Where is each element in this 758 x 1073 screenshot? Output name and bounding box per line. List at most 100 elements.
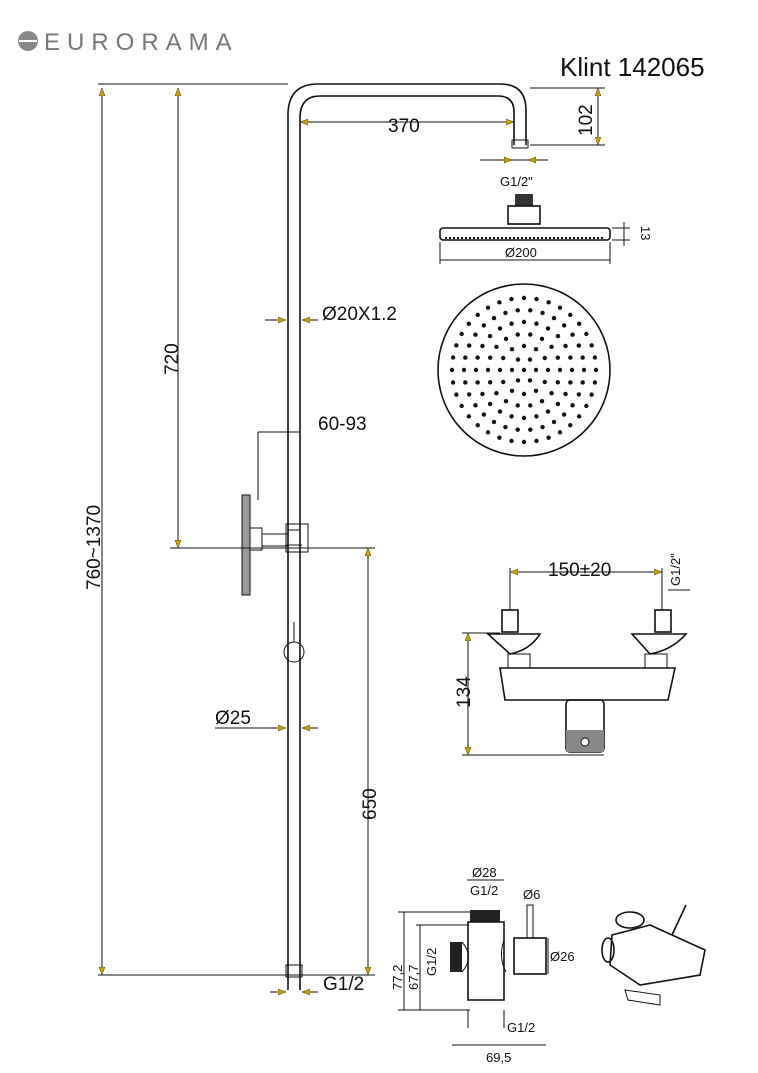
nozzle-dot [473, 367, 479, 373]
nozzle-dot [521, 415, 527, 421]
nozzle-dot [551, 315, 557, 321]
nozzle-dot [509, 388, 515, 393]
nozzle-dot [497, 409, 503, 414]
nozzle-dot [485, 430, 491, 435]
nozzle-dot [527, 378, 533, 383]
nozzle-dot [592, 355, 598, 360]
nozzle-dot [545, 367, 551, 373]
nozzle-dot [501, 355, 506, 361]
nozzle-dot [509, 438, 514, 444]
nozzle-dot [580, 355, 585, 360]
nozzle-dot [475, 312, 480, 318]
nozzle-dot [580, 380, 585, 385]
dim-arm-length: 370 [388, 116, 420, 137]
nozzle-dot [576, 343, 582, 348]
dim-head-thread: G1/2" [500, 174, 533, 189]
dim-height-to-bracket: 720 [162, 343, 183, 375]
nozzle-dot [561, 323, 567, 328]
dim-head-thickness: 13 [638, 226, 653, 240]
nozzle-dot [521, 295, 527, 301]
nozzle-dot [584, 403, 589, 409]
dim-mixer-thread: G1/2" [668, 553, 683, 586]
nozzle-dot [487, 355, 493, 360]
nozzle-dot [546, 300, 551, 305]
nozzle-dot [561, 412, 567, 417]
nozzle-dot [557, 367, 563, 373]
nozzle-dot [509, 347, 515, 352]
dim-diverter-width: 69,5 [486, 1050, 511, 1065]
nozzle-dot [503, 336, 509, 342]
nozzle-dot [533, 367, 539, 373]
nozzle-dot [589, 343, 594, 348]
nozzle-dot [466, 321, 472, 326]
nozzle-dot [570, 403, 575, 408]
nozzle-dot [473, 332, 478, 337]
nozzle-dot [463, 380, 468, 385]
nozzle-dot [475, 422, 480, 428]
dim-diverter-height-inner: 67,7 [406, 965, 421, 990]
nozzle-dot [521, 391, 527, 397]
nozzle-dot [480, 391, 485, 397]
nozzle-dot [497, 300, 502, 305]
nozzle-dot [515, 378, 521, 383]
nozzle-dot [540, 424, 545, 430]
nozzle-dot [527, 357, 533, 362]
nozzle-dot [534, 321, 539, 326]
nozzle-dot [503, 424, 508, 430]
nozzle-dot [555, 333, 561, 339]
nozzle-dot [487, 380, 493, 385]
nozzle-dot [584, 331, 589, 337]
nozzle-dot [494, 390, 499, 396]
dim-lower-pipe: Ø25 [215, 708, 251, 729]
dim-diverter-body-diameter: Ø26 [550, 949, 575, 964]
nozzle-dot [557, 305, 563, 310]
nozzle-dot [563, 343, 568, 349]
nozzle-dot [485, 305, 491, 310]
nozzle-dot [549, 390, 554, 396]
nozzle-dot [497, 367, 503, 373]
nozzle-dot [534, 438, 539, 444]
nozzle-dot [540, 310, 545, 316]
nozzle-dot [528, 403, 533, 408]
dim-inlet-thread: G1/2 [323, 974, 364, 995]
nozzle-dot [545, 326, 551, 331]
dim-diverter-top-thread: G1/2 [470, 883, 498, 898]
nozzle-dot [454, 343, 459, 348]
nozzle-dot [521, 367, 527, 373]
nozzle-dot [568, 422, 573, 428]
dim-diverter-bottom-thread: G1/2 [507, 1020, 535, 1035]
nozzle-dot [593, 367, 599, 373]
nozzle-dot [466, 414, 472, 419]
nozzle-dot [497, 435, 502, 440]
nozzle-dot [576, 414, 582, 419]
nozzle-dot [485, 367, 491, 373]
nozzle-dot [491, 315, 497, 321]
nozzle-dot [463, 355, 468, 360]
nozzle-dot [568, 355, 573, 360]
nozzle-dot [475, 380, 480, 385]
nozzle-dot [515, 332, 520, 337]
nozzle-dot [568, 380, 573, 385]
dim-wall-offset: 60-93 [318, 414, 367, 435]
nozzle-dot [521, 343, 527, 349]
nozzle-dot [542, 379, 547, 385]
shower-head-side: 13 Ø200 [439, 194, 653, 264]
nozzle-dot [546, 435, 551, 440]
nozzle-dot [589, 392, 594, 397]
nozzle-dot [503, 398, 509, 404]
nozzle-dot [509, 296, 514, 302]
diverter-drawing: Ø28 G1/2 Ø6 Ø26 77,2 67,7 G1/2 G1/2 69,5 [390, 865, 575, 1065]
nozzle-dot [503, 310, 508, 316]
nozzle-dot [480, 343, 485, 349]
dim-mixer-height: 134 [454, 676, 475, 708]
nozzle-dot [501, 379, 506, 385]
nozzle-dot [461, 367, 467, 373]
shower-head-face [437, 283, 611, 457]
nozzle-dot [534, 414, 539, 419]
nozzle-dot [515, 357, 521, 362]
nozzle-dot [539, 336, 545, 342]
wall-bracket [241, 494, 251, 596]
nozzle-dot [449, 367, 455, 373]
nozzle-dot [450, 355, 456, 360]
